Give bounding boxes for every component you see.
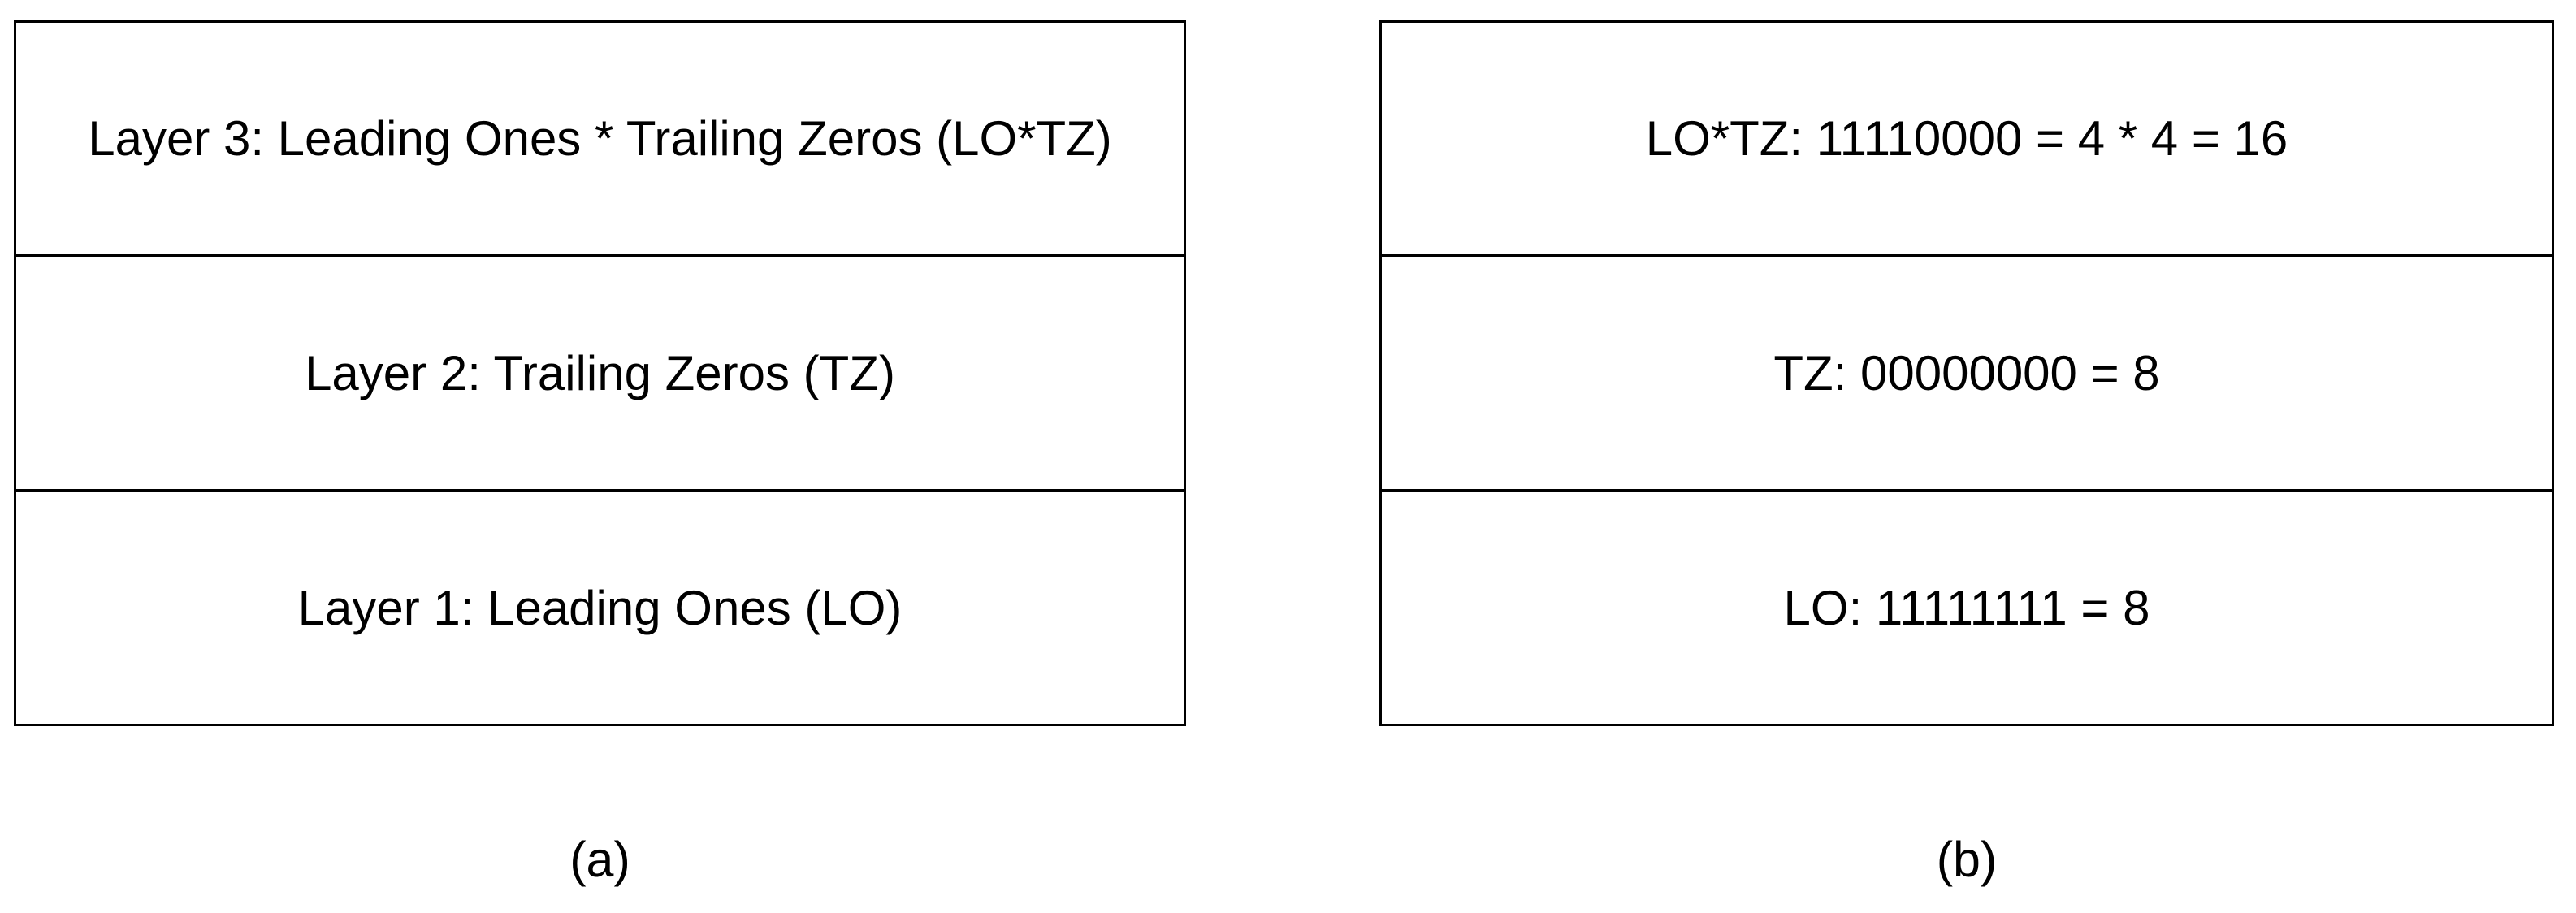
panel-a-layer-stack: Layer 3: Leading Ones * Trailing Zeros (… (14, 20, 1186, 726)
layer-2-label: Layer 2: Trailing Zeros (TZ) (305, 346, 895, 400)
lotz-value-label: LO*TZ: 11110000 = 4 * 4 = 16 (1645, 111, 2288, 166)
layer-3-row: Layer 3: Leading Ones * Trailing Zeros (… (16, 23, 1184, 254)
panel-b-example-stack: LO*TZ: 11110000 = 4 * 4 = 16 TZ: 0000000… (1379, 20, 2554, 726)
lotz-value-row: LO*TZ: 11110000 = 4 * 4 = 16 (1382, 23, 2552, 254)
panel-b-caption: (b) (1936, 832, 1998, 887)
layer-2-row: Layer 2: Trailing Zeros (TZ) (16, 254, 1184, 489)
layer-1-label: Layer 1: Leading Ones (LO) (297, 581, 903, 635)
tz-value-row: TZ: 00000000 = 8 (1382, 254, 2552, 489)
lo-value-row: LO: 11111111 = 8 (1382, 489, 2552, 724)
tz-value-label: TZ: 00000000 = 8 (1773, 346, 2160, 400)
lo-value-label: LO: 11111111 = 8 (1783, 581, 2150, 635)
layer-3-label: Layer 3: Leading Ones * Trailing Zeros (… (88, 111, 1112, 166)
layer-1-row: Layer 1: Leading Ones (LO) (16, 489, 1184, 724)
panel-a-caption: (a) (569, 832, 630, 887)
